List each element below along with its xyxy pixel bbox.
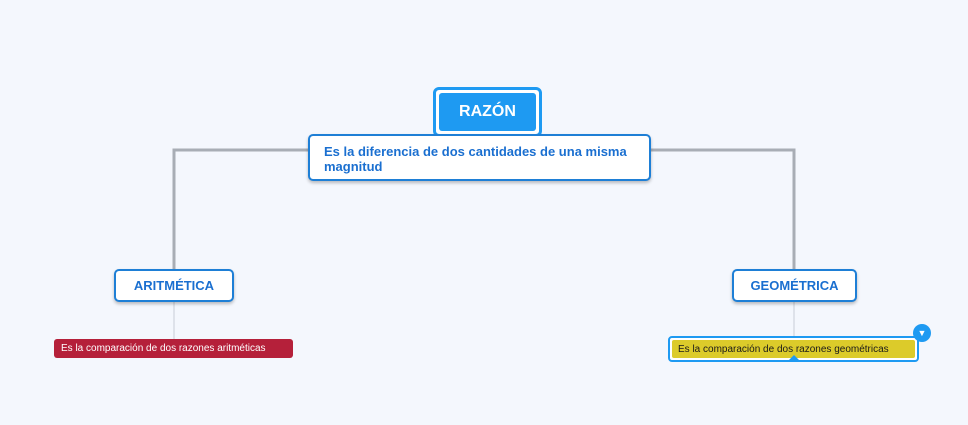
topic-aritmetica[interactable]: ARITMÉTICA	[114, 269, 234, 302]
topic-geometrica[interactable]: GEOMÉTRICA	[732, 269, 857, 302]
connector-root-geometrica	[650, 148, 796, 269]
connector-root-aritmetica	[172, 148, 310, 269]
note-aritmetica[interactable]: Es la comparación de dos razones aritmét…	[54, 339, 293, 358]
root-description[interactable]: Es la diferencia de dos cantidades de un…	[308, 134, 651, 181]
chevron-down-icon[interactable]: ▼	[913, 324, 931, 342]
root-topic[interactable]: RAZÓN	[433, 87, 542, 137]
root-topic-label: RAZÓN	[439, 93, 536, 131]
note-geometrica-selected[interactable]: Es la comparación de dos razones geométr…	[668, 336, 919, 362]
note-geometrica: Es la comparación de dos razones geométr…	[672, 340, 915, 358]
selection-notch	[789, 355, 799, 360]
